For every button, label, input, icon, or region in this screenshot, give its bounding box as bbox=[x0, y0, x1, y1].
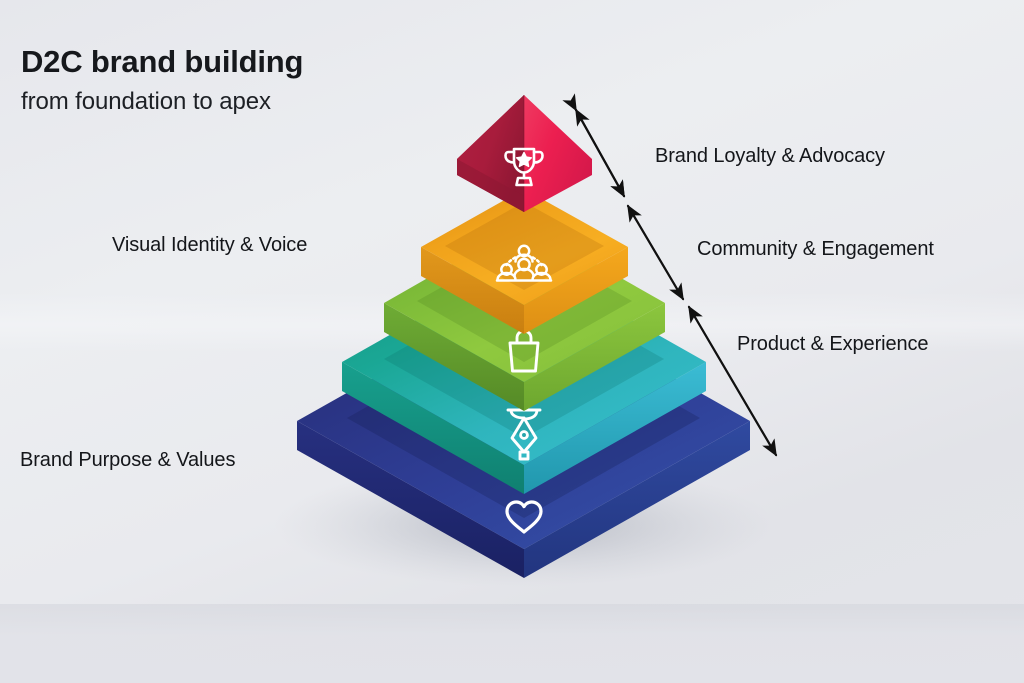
layer-community-face-right bbox=[524, 247, 628, 334]
heart-icon bbox=[505, 500, 543, 534]
annotation-arrows bbox=[562, 93, 778, 457]
layer-product-face-left bbox=[384, 303, 524, 411]
pyramid-layer-apex[interactable] bbox=[457, 95, 592, 212]
label-community-engagement: Community & Engagement bbox=[697, 238, 934, 260]
layer-purpose-face-right bbox=[524, 421, 750, 578]
people-group-icon bbox=[495, 244, 553, 282]
label-product-experience: Product & Experience bbox=[737, 333, 929, 355]
layer-purpose-face-left bbox=[297, 421, 524, 578]
layer-visual-face-right bbox=[524, 362, 706, 494]
arrow-community-head-end bbox=[626, 204, 685, 301]
label-brand-loyalty: Brand Loyalty & Advocacy bbox=[655, 145, 885, 167]
label-brand-purpose: Brand Purpose & Values bbox=[20, 449, 236, 471]
label-visual-identity: Visual Identity & Voice bbox=[112, 234, 308, 256]
layer-community-face-left bbox=[421, 247, 524, 334]
layer-apex-edge-left bbox=[457, 159, 524, 212]
trophy-icon bbox=[504, 147, 544, 187]
layer-visual-face-left bbox=[342, 362, 524, 494]
layer-product-face-right bbox=[524, 303, 665, 411]
pyramid-layer-community[interactable] bbox=[421, 189, 628, 334]
arrow-loyalty-head-end bbox=[574, 108, 626, 198]
arrow-product-head-end bbox=[687, 305, 778, 457]
